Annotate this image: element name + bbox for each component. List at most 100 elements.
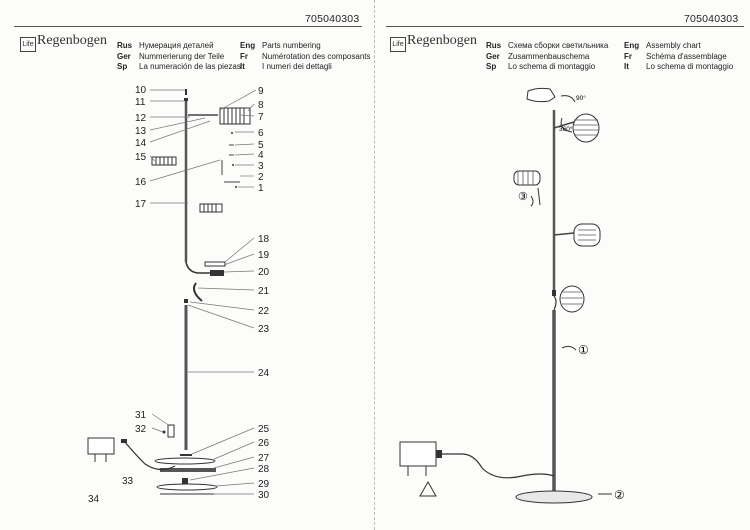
part-number-27: 27 [258,453,270,464]
switch-31 [167,424,175,438]
part-number-22: 22 [258,306,270,317]
joint-lamp-head [559,285,585,313]
part-number-31: 31 [135,410,147,421]
part-number-29: 29 [258,479,270,490]
step-3-arrow [530,195,534,207]
article-code: 705040303 [684,13,739,25]
top-arm [553,121,575,129]
left-lamp-head [513,170,541,186]
part-number-14: 14 [135,138,147,149]
step-2-label: ② [614,488,625,502]
part-27 [160,468,216,472]
part-dot [232,164,234,166]
part-number-28: 28 [258,464,270,475]
step-1-arrow [561,345,577,351]
page-fold [374,0,376,530]
assembly-diagram: 90° 360° ③ ① ② [399,87,625,504]
part-number-2: 2 [258,172,264,183]
cord-plug [121,439,127,443]
hand-icon [526,87,556,103]
middle-lamp-head [199,203,223,213]
part-dot [231,132,233,134]
part-number-12: 12 [135,113,147,124]
part-number-24: 24 [258,368,270,379]
part-number-18: 18 [258,234,270,245]
right-arm [553,232,575,236]
parts-diagram: 1 2 3 4 5 6 7 8 9 10 11 12 13 14 15 16 1… [87,85,270,505]
left-lamp-ribs [155,157,173,165]
pole-cable [185,261,212,274]
screw-32 [162,430,166,434]
part-number-3: 3 [258,161,264,172]
part-number-32: 32 [135,424,147,435]
part-number-25: 25 [258,424,270,435]
part-number-20: 20 [258,267,270,278]
warning-icon [419,480,437,497]
power-adapter [399,441,437,467]
part-number-1: 1 [258,183,264,194]
power-adapter [87,437,115,455]
rotate-90-arrow [560,95,576,103]
part-number-30: 30 [258,490,270,501]
right-lamp-ribs [578,229,596,241]
logo-box: Life [20,37,36,52]
part-number-26: 26 [258,438,270,449]
article-code: 705040303 [305,13,360,25]
part-26 [154,457,216,465]
part-number-9: 9 [258,86,264,97]
joint-cable [553,295,557,311]
angle-90-label: 90° [576,94,586,102]
connector-20 [210,270,224,276]
pole-joint [552,290,556,296]
part-number-4: 4 [258,150,264,161]
power-cord [442,453,555,479]
part-dot [235,186,237,188]
pole-joint [184,299,188,303]
logo-text: Regenbogen [407,33,477,48]
step-3-label: ③ [518,191,528,203]
rotate-360-arrow [560,117,573,133]
part-28 [182,478,188,486]
part-number-13: 13 [135,126,147,137]
top-lamp-ribs [223,108,245,124]
base [515,490,593,504]
logo-box: Life [390,37,406,52]
left-lamp-stem [537,187,541,206]
part-number-21: 21 [258,286,270,297]
middle-lamp-ribs [203,204,217,212]
header-rule [386,26,744,27]
part-number-7: 7 [258,112,264,123]
part-number-15: 15 [135,152,147,163]
part-number-23: 23 [258,324,270,335]
part-number-16: 16 [135,177,147,188]
top-lamp-ribs [574,119,598,136]
power-cord [124,441,176,471]
part-number-5: 5 [258,140,264,151]
joint-lamp-ribs [561,291,583,305]
part-number-19: 19 [258,250,270,261]
connector-18 [204,261,226,267]
part-number-8: 8 [258,100,264,111]
top-lamp-head [572,113,600,143]
leader-lines [149,89,257,495]
header-rule [14,26,362,27]
angle-360-label: 360° [559,125,573,133]
step-1-label: ① [578,343,589,357]
part-29 [156,483,218,491]
part-number-17: 17 [135,199,147,210]
